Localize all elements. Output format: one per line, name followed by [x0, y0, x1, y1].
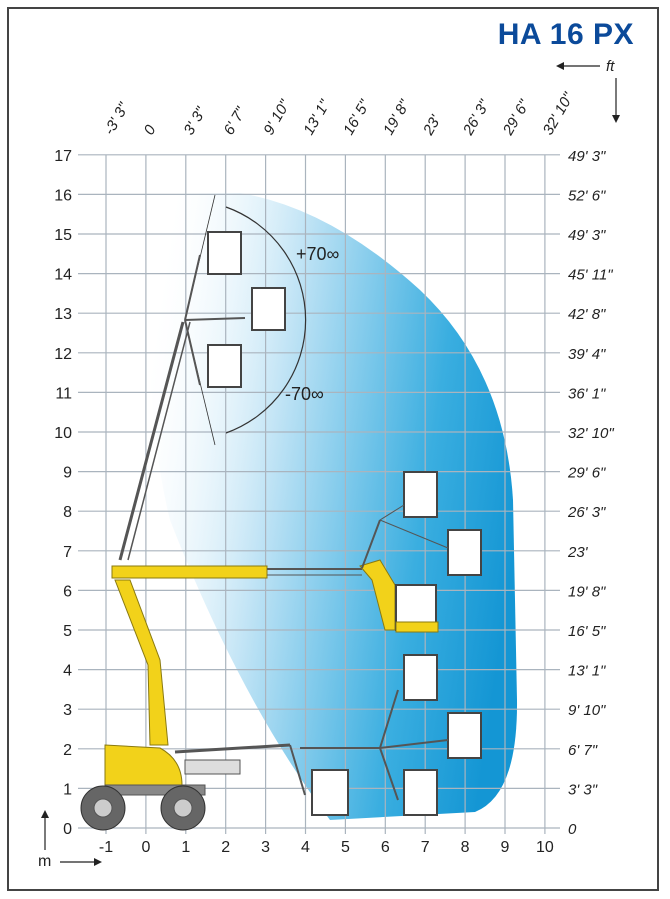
ft-unit-label: ft — [606, 58, 615, 75]
x-tick-m: 9 — [501, 839, 510, 856]
y-tick-m: 3 — [63, 702, 72, 719]
y-tick-ft: 32' 10" — [568, 425, 614, 442]
x-tick-m: 7 — [421, 839, 430, 856]
y-tick-ft: 16' 5" — [568, 623, 606, 640]
y-tick-ft: 39' 4" — [568, 346, 606, 363]
y-tick-m: 4 — [63, 663, 72, 680]
y-tick-ft: 29' 6" — [567, 465, 606, 482]
y-tick-ft: 36' 1" — [568, 385, 606, 402]
basket-right-1 — [403, 471, 438, 518]
x-tick-ft: 0 — [141, 122, 160, 138]
y-tick-m: 7 — [63, 544, 72, 561]
y-tick-ft: 9' 10" — [568, 702, 606, 719]
x-tick-ft: 16' 5" — [340, 97, 374, 138]
y-tick-m: 10 — [54, 425, 72, 442]
basket-top — [207, 231, 242, 275]
x-tick-ft: 26' 3" — [459, 97, 493, 139]
y-tick-m: 1 — [63, 781, 72, 798]
y-tick-m: 13 — [54, 306, 72, 323]
y-tick-m: 12 — [54, 346, 72, 363]
y-tick-ft: 13' 1" — [568, 663, 606, 680]
grid — [78, 154, 560, 834]
machine — [80, 231, 482, 831]
y-tick-ft: 23' — [567, 544, 589, 561]
y-tick-ft: 3' 3" — [568, 781, 598, 798]
x-tick-m: 4 — [301, 839, 310, 856]
y-tick-ft: 0 — [568, 821, 577, 838]
x-tick-m: 6 — [381, 839, 390, 856]
x-tick-m: 0 — [141, 839, 150, 856]
x-tick-ft: 3' 3" — [181, 104, 211, 138]
x-tick-ft: 6' 7" — [220, 104, 250, 138]
x-tick-ft: -3' 3" — [101, 99, 133, 138]
y-tick-m: 17 — [54, 148, 72, 165]
basket-right-4 — [403, 654, 438, 701]
y-tick-ft: 19' 8" — [568, 583, 606, 600]
y-tick-m: 2 — [63, 742, 72, 759]
basket-right-5 — [447, 712, 482, 759]
m-unit-label: m — [38, 853, 51, 870]
y-tick-m: 8 — [63, 504, 72, 521]
x-tick-m: 3 — [261, 839, 270, 856]
angle-down-label: -70∞ — [285, 384, 324, 404]
basket-right-2 — [447, 529, 482, 576]
y-tick-m: 14 — [54, 267, 72, 284]
model-title: HA 16 PX — [497, 18, 634, 51]
y-tick-m: 16 — [54, 187, 72, 204]
x-tick-m: 8 — [461, 839, 470, 856]
y-tick-ft: 49' 3" — [568, 227, 606, 244]
y-tick-m: 6 — [63, 583, 72, 600]
y-tick-m: 0 — [63, 821, 72, 838]
basket-right-6 — [403, 769, 438, 816]
y-tick-m: 9 — [63, 465, 72, 482]
x-tick-ft: 23' — [419, 112, 445, 139]
x-tick-m: 10 — [536, 839, 554, 856]
y-tick-ft: 45' 11" — [568, 267, 613, 284]
diagram-frame — [7, 7, 659, 891]
y-tick-ft: 52' 6" — [568, 187, 606, 204]
x-tick-ft: 9' 10" — [260, 97, 294, 138]
x-tick-ft: 29' 6" — [499, 97, 533, 139]
y-tick-ft: 42' 8" — [568, 306, 606, 323]
y-tick-m: 11 — [55, 385, 72, 402]
x-tick-m: 5 — [341, 839, 350, 856]
x-tick-m: 2 — [221, 839, 230, 856]
y-tick-ft: 49' 3" — [568, 148, 606, 165]
rotation-arc — [225, 206, 307, 434]
angle-up-label: +70∞ — [296, 244, 340, 264]
basket-mid-high — [251, 287, 286, 331]
x-tick-ft: 19' 8" — [380, 97, 414, 138]
y-tick-m: 5 — [63, 623, 72, 640]
y-tick-m: 15 — [54, 227, 72, 244]
basket-mid-low — [207, 344, 242, 388]
x-tick-m: 1 — [181, 839, 190, 856]
y-tick-ft: 6' 7" — [568, 742, 598, 759]
basket-stowed — [311, 769, 349, 816]
x-tick-m: -1 — [99, 839, 113, 856]
x-tick-ft: 32' 10" — [540, 89, 578, 138]
x-tick-ft: 13' 1" — [300, 97, 334, 138]
y-tick-ft: 26' 3" — [567, 504, 606, 521]
